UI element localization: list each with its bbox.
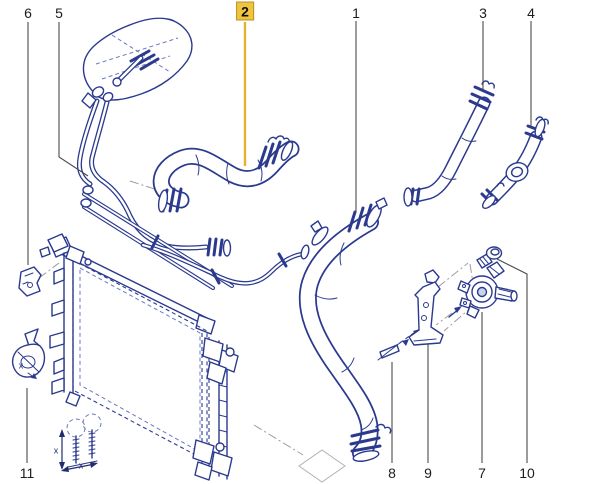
mounting-inset bbox=[59, 413, 102, 472]
inset-x-horizontal-annotation: x bbox=[78, 460, 84, 471]
callout-7[interactable]: 7 bbox=[478, 465, 486, 481]
callout-1[interactable]: 1 bbox=[352, 5, 360, 21]
coolant-pipe-assembly bbox=[76, 98, 310, 290]
callout-8[interactable]: 8 bbox=[388, 465, 396, 481]
callout-10[interactable]: 10 bbox=[519, 465, 535, 481]
bolt-10 bbox=[476, 246, 503, 269]
expansion-tank bbox=[81, 17, 193, 109]
callout-leader-lines bbox=[26, 21, 532, 463]
construction-lines bbox=[38, 180, 453, 483]
bracket-11 bbox=[11, 328, 46, 379]
radiator bbox=[39, 233, 239, 481]
callout-6[interactable]: 6 bbox=[24, 5, 32, 21]
callout-11[interactable]: 11 bbox=[19, 465, 35, 481]
hose-4 bbox=[480, 116, 549, 210]
callout-9[interactable]: 9 bbox=[424, 465, 432, 481]
inset-x-vertical-annotation: x bbox=[53, 445, 59, 456]
hose-2 bbox=[152, 135, 300, 213]
callout-5[interactable]: 5 bbox=[55, 5, 63, 21]
hose-1 bbox=[298, 197, 392, 462]
funnel-x-annotation: x bbox=[18, 360, 24, 371]
hose-3 bbox=[403, 80, 495, 207]
callout-2-highlighted[interactable]: 2 bbox=[236, 1, 254, 21]
clip-6 bbox=[18, 266, 42, 297]
callout-3[interactable]: 3 bbox=[479, 5, 487, 21]
callout-4[interactable]: 4 bbox=[527, 5, 535, 21]
water-pump-7 bbox=[448, 261, 518, 319]
